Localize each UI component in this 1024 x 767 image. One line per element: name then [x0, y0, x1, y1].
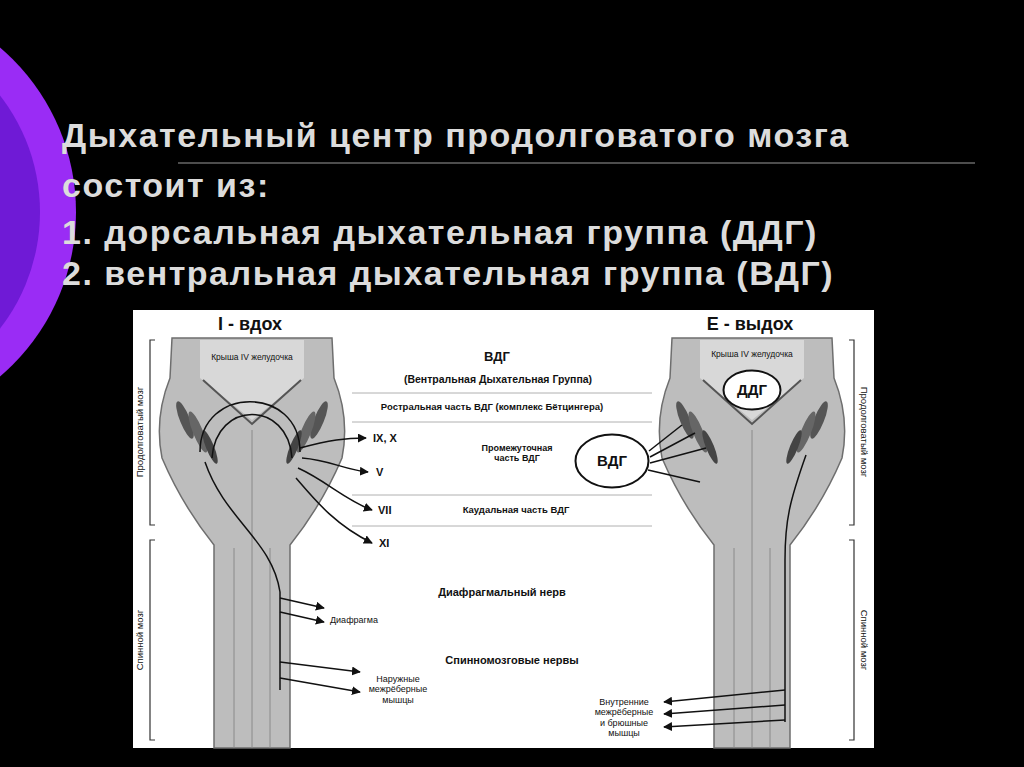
leader-line [649, 425, 682, 451]
figure-panel [133, 310, 874, 748]
descending-tract [205, 462, 280, 690]
slide-title: Дыхательный центр продолговатого мозга с… [62, 110, 932, 210]
nerve-arrow [664, 720, 785, 727]
nerve-label: Спинномозговые нервы [445, 654, 578, 667]
part-label: Крыша IV желудочка [211, 353, 293, 363]
spinal-bracket [150, 540, 155, 740]
region-label: Спинной мозг [859, 610, 870, 671]
region-label: Продолговатый мозг [135, 387, 146, 478]
section-line [352, 422, 652, 423]
nerve-arrow [280, 662, 360, 672]
node-text: ДДГ [737, 381, 767, 398]
nerve-label: Диафрагмальный нерв [438, 586, 566, 599]
spinal-bracket [849, 540, 854, 740]
title-rule [178, 162, 975, 163]
part-label: Промежуточная часть ВДГ [470, 443, 565, 464]
nerve-arrow [280, 612, 324, 622]
purple-disc-inner [0, 22, 40, 402]
ellipse-shape [724, 371, 781, 410]
heading-item: 1. дорсальная дыхательная группа (ДДГ) [62, 207, 818, 257]
nerve-number: XI [379, 537, 389, 550]
section-line [352, 526, 652, 527]
muscle-label: Наружные межрёберные мышцы [366, 674, 430, 705]
brainstem-expiration [659, 338, 844, 748]
leader-line [650, 448, 706, 463]
group-label: (Вентральная Дыхательная Группа) [404, 373, 592, 385]
nerve-arrow [664, 690, 785, 702]
node-text: ВДГ [597, 452, 627, 469]
expiration-pathways [648, 425, 806, 727]
nerve-number: IX, X [373, 432, 397, 445]
phase-label: I - вдох [218, 314, 282, 335]
part-label: Крыша IV желудочка [711, 350, 793, 360]
neural-loop [212, 415, 292, 459]
group-label: ВДГ [484, 350, 510, 365]
descending-tract [785, 455, 806, 722]
ellipse-shape [576, 435, 649, 488]
nerve-arrow [280, 598, 324, 608]
medulla-bracket [849, 340, 854, 525]
nerve-arrow [296, 478, 372, 543]
brainstem-inspiration [159, 338, 344, 748]
muscle-label: Диафрагма [330, 615, 378, 625]
part-label: Ростральная часть ВДГ (комплекс Бётцинге… [381, 402, 603, 413]
medulla-bracket [150, 340, 155, 525]
leader-line [648, 470, 700, 482]
nerve-arrow [302, 458, 368, 472]
muscle-label: Внутренние межрёберные и брюшные мышцы [591, 697, 657, 738]
part-label: Каудальная часть ВДГ [463, 505, 570, 516]
nerve-arrow [298, 468, 372, 510]
region-label: Спинной мозг [135, 610, 146, 671]
nerve-number: VII [378, 504, 391, 517]
phase-label: E - выдох [707, 314, 793, 335]
section-line [352, 495, 652, 496]
section-line [352, 393, 652, 394]
ellipse-node: ДДГ [722, 369, 782, 411]
heading-item: 2. вентральная дыхательная группа (ВДГ) [62, 248, 834, 298]
nerve-arrow [664, 705, 785, 714]
inspiration-pathways [200, 402, 372, 692]
ellipse-node: ВДГ [574, 433, 650, 489]
brackets [150, 340, 854, 740]
region-label: Продолговатый мозг [859, 387, 870, 478]
nerve-arrow [280, 678, 360, 692]
section-lines [352, 393, 652, 526]
nerve-number: V [376, 466, 383, 479]
nerve-arrow [300, 438, 366, 448]
